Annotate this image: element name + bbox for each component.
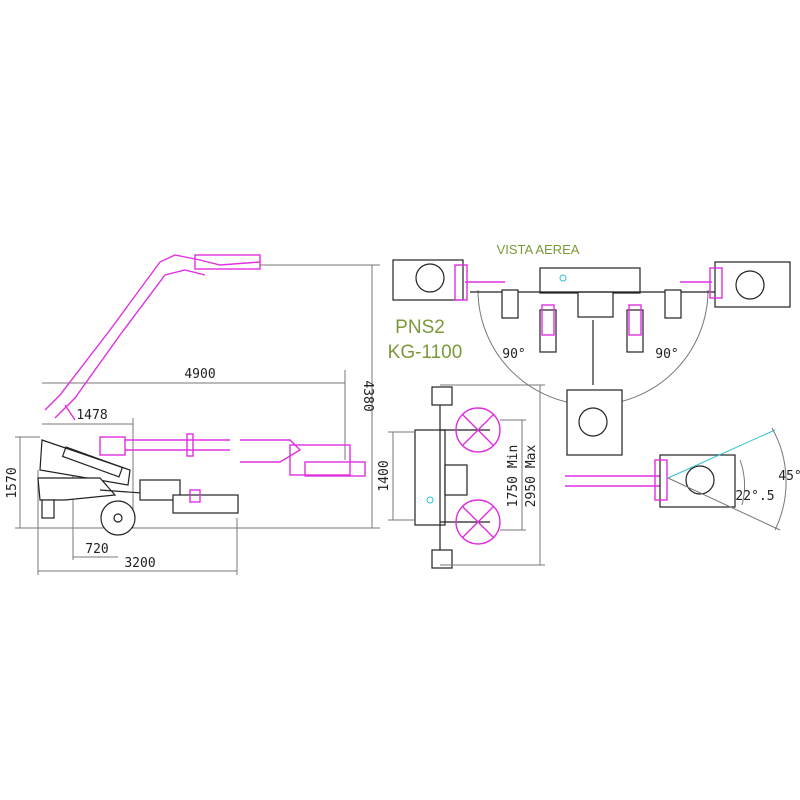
model-line1: PNS2 xyxy=(395,317,445,338)
dim-track: 1400 xyxy=(377,460,392,491)
top-view: VISTA AEREA PNS2 KG-1100 90° 90° xyxy=(377,242,800,569)
top-frame xyxy=(470,267,720,385)
angle-left: 90° xyxy=(502,347,525,362)
extended-arm xyxy=(99,433,366,477)
rear-head xyxy=(566,389,623,456)
angle-tilt-half: 22°.5 xyxy=(735,489,774,504)
angle-tilt-max: 45° xyxy=(778,469,800,484)
raised-arm xyxy=(44,254,261,421)
rotor-bottom xyxy=(455,499,501,545)
left-head xyxy=(392,259,505,301)
model-line2: KG-1100 xyxy=(388,342,463,363)
tilted-head xyxy=(565,427,787,531)
dim-height: 1570 xyxy=(5,467,20,498)
angle-right: 90° xyxy=(655,347,678,362)
rotor-top xyxy=(455,407,501,453)
dim-arm-offset: 1478 xyxy=(76,408,107,423)
dim-height-max: 4380 xyxy=(360,380,375,411)
side-view: 4900 1478 4380 1570 720 3200 xyxy=(5,254,380,575)
view-title: VISTA AEREA xyxy=(497,242,580,257)
dim-length: 3200 xyxy=(124,556,155,571)
dimension-lines xyxy=(15,264,380,575)
dim-width-max: 2950 Max xyxy=(524,445,539,508)
dim-reach: 4900 xyxy=(184,367,215,382)
wheel xyxy=(100,500,136,536)
plan-dimension-lines xyxy=(388,384,545,566)
right-head xyxy=(680,261,791,308)
dim-wheel-offset: 720 xyxy=(85,542,108,557)
dim-width-min: 1750 Min xyxy=(506,445,521,508)
tractor-body xyxy=(37,439,239,536)
machine-plan xyxy=(414,386,501,569)
